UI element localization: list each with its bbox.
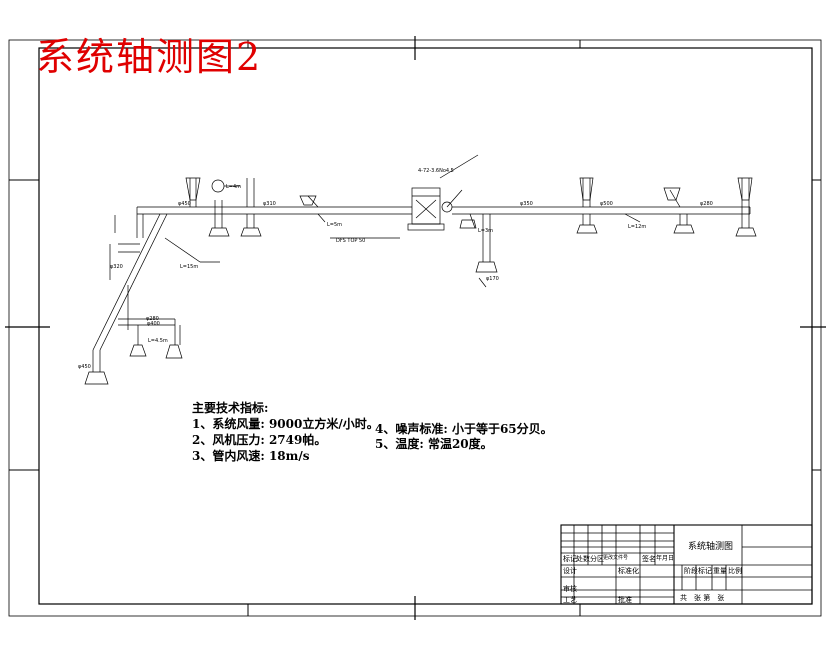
- title-block-cell: 工艺: [563, 596, 577, 604]
- note-label: L=12m: [628, 224, 646, 230]
- fan-circle: [211, 179, 225, 193]
- drawing-frame: [5, 36, 826, 620]
- duct-system: [84, 154, 757, 385]
- title-block-cell: 设计: [563, 567, 577, 575]
- fan-unit: [411, 187, 441, 225]
- note-label: L=4m: [226, 184, 241, 190]
- title-block-cell: 标准化: [618, 567, 639, 575]
- title-block-cell: 阶段标记: [684, 567, 712, 575]
- note-label: L=5m: [327, 222, 342, 228]
- title-block-cell: 更改文件号: [603, 555, 629, 561]
- dim-label: φ500: [600, 201, 613, 207]
- title-block: [560, 524, 813, 605]
- dim-label: φ280: [146, 316, 159, 322]
- dim-label: φ400: [147, 321, 160, 327]
- notes-heading: 主要技术指标:: [192, 401, 269, 415]
- dim-label: φ450: [178, 201, 191, 207]
- title-block-cell: 批准: [618, 596, 632, 604]
- note-label: L=4.5m: [148, 338, 168, 344]
- drawing-title: 系统轴测图2: [36, 35, 263, 79]
- note-label: L=15m: [180, 264, 198, 270]
- title-block-cell: 标记: [563, 555, 577, 563]
- title-block-cell: 签名: [642, 555, 656, 563]
- title-block-cell: 分区: [590, 555, 604, 563]
- title-block-cell: 重量: [713, 567, 727, 575]
- note-item: 3、管内风速: 18m/s: [192, 449, 310, 463]
- title-block-sheets: 共 张 第 张: [680, 594, 725, 602]
- dim-label: φ170: [486, 276, 499, 282]
- note-label: L=3m: [478, 228, 493, 234]
- title-block-drawing-name: 系统轴测图: [688, 542, 734, 552]
- fan-model-label: 4-72-3.6No4.5: [418, 168, 454, 174]
- diagram-annotations: 4-72-3.6No4.5 DFS TOP 50 φ450 φ310 φ320 …: [78, 168, 713, 370]
- title-block-cell: 年月日: [656, 555, 675, 562]
- title-block-cell: 处数: [576, 555, 590, 563]
- note-item: 5、温度: 常温20度。: [375, 437, 493, 451]
- floor-label: DFS TOP 50: [336, 238, 365, 244]
- note-item: 2、风机压力: 2749帕。: [192, 433, 327, 447]
- dim-label: φ450: [78, 364, 91, 370]
- dim-label: φ350: [520, 201, 533, 207]
- dim-label: φ280: [700, 201, 713, 207]
- diagonal-duct: [92, 213, 161, 351]
- title-block-cell: 审核: [563, 585, 577, 593]
- dim-label: φ320: [110, 264, 123, 270]
- note-item: 4、噪声标准: 小于等于65分贝。: [375, 422, 553, 436]
- dim-label: φ310: [263, 201, 276, 207]
- title-block-cell: 比例: [728, 567, 742, 575]
- note-item: 1、系统风量: 9000立方米/小时。: [192, 417, 379, 431]
